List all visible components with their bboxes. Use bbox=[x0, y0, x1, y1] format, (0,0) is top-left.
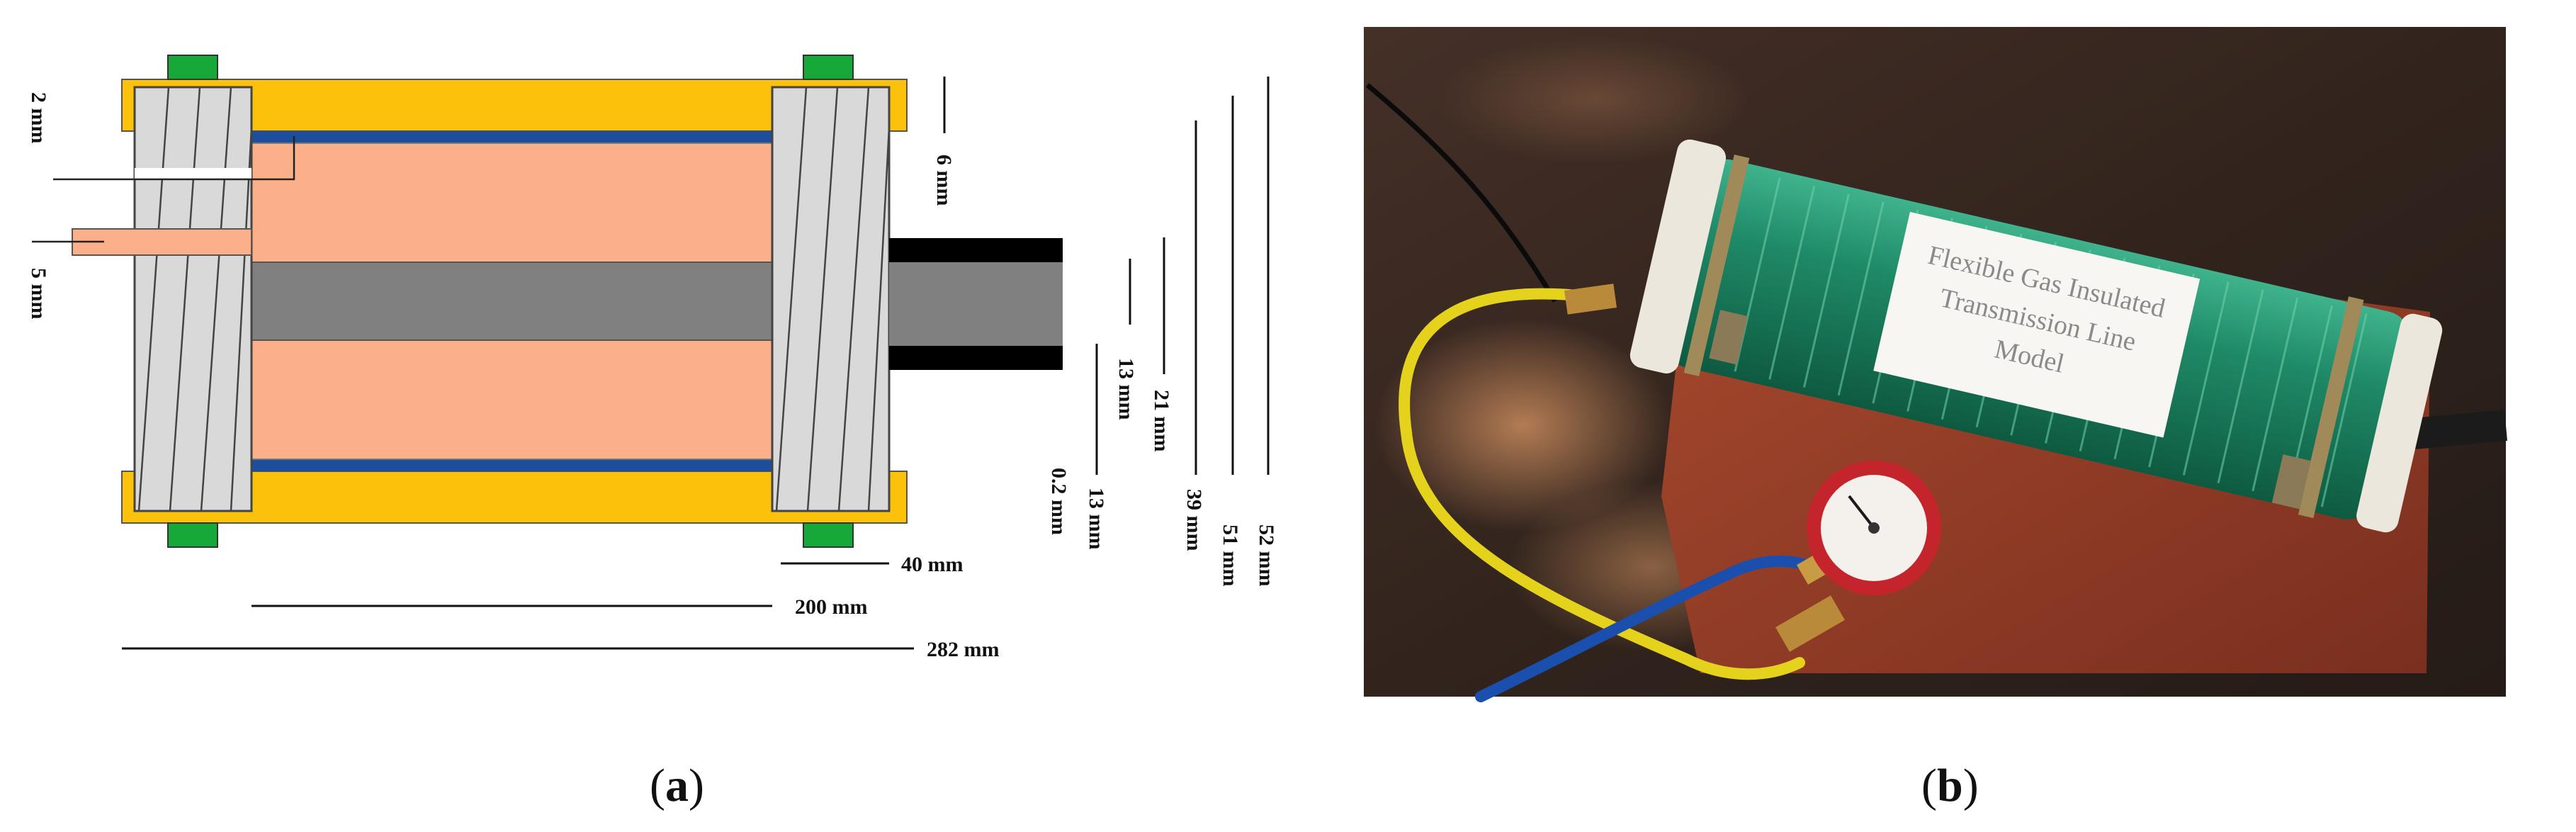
panel-a-diagram: 2 mm 5 mm 6 mm 13 mm 21 mm 13 mm 0.2 mm … bbox=[27, 55, 1278, 811]
left-end-cap-threads bbox=[137, 86, 253, 512]
yellow-hose bbox=[1399, 288, 1805, 680]
gas-inlet-channel bbox=[135, 168, 252, 179]
dim-label-51mm: 51 mm bbox=[1219, 524, 1242, 586]
tube-end-cap-right bbox=[2356, 313, 2443, 533]
clamp-screw-right bbox=[2271, 454, 2311, 510]
black-wire bbox=[1365, 83, 1558, 303]
liner-top bbox=[252, 131, 772, 143]
gis-tube-model: Flexible Gas Insulated Transmission Line… bbox=[1629, 139, 2443, 533]
dim-label-0-2mm: 0.2 mm bbox=[1047, 468, 1070, 535]
dim-label-52mm: 52 mm bbox=[1255, 524, 1278, 586]
cable-core bbox=[889, 262, 1063, 346]
caption-a: (a) bbox=[650, 760, 704, 811]
gas-inlet-leader bbox=[53, 136, 295, 181]
dim-label-200mm: 200 mm bbox=[795, 595, 867, 619]
clamp-bottom-right bbox=[803, 522, 854, 548]
pressure-gauge-hub bbox=[1868, 522, 1880, 534]
dim-label-13mm-b: 13 mm bbox=[1085, 488, 1108, 549]
dim-label-5mm: 5 mm bbox=[27, 268, 50, 319]
dim-label-2mm: 2 mm bbox=[27, 92, 50, 143]
panel-b-photo: Flexible Gas Insulated Transmission Line… bbox=[1364, 27, 2508, 811]
tube-end-cap-left bbox=[1629, 139, 1727, 373]
dim-label-39mm: 39 mm bbox=[1182, 489, 1206, 551]
liner-bottom bbox=[252, 459, 772, 471]
caption-b: (b) bbox=[1921, 760, 1979, 811]
pressure-gauge-needle bbox=[1848, 495, 1875, 529]
dim-label-282mm: 282 mm bbox=[927, 638, 999, 661]
hose-clamp-right bbox=[2298, 296, 2364, 519]
dim-label-40mm: 40 mm bbox=[901, 553, 963, 576]
hose-clamp-left bbox=[1683, 154, 1750, 376]
clamp-bottom-left bbox=[167, 522, 218, 548]
right-end-cap-threads bbox=[775, 86, 891, 512]
dim-label-21mm: 21 mm bbox=[1150, 390, 1173, 451]
dim-label-6mm: 6 mm bbox=[932, 154, 956, 206]
brass-fitting-top bbox=[1564, 283, 1617, 315]
blue-hose bbox=[1475, 555, 1819, 702]
clamp-top-right bbox=[803, 55, 854, 80]
clamp-screw-left bbox=[1709, 310, 1749, 365]
label-card bbox=[1873, 211, 2201, 438]
dimension-lines bbox=[122, 77, 1270, 650]
sunlight-patch bbox=[1374, 319, 1672, 532]
sunlight-patch-3 bbox=[1438, 35, 1750, 163]
central-conductor bbox=[251, 262, 773, 341]
clamp-top-left bbox=[167, 55, 218, 80]
brass-fitting-valve bbox=[1775, 595, 1845, 652]
dim-label-13mm-a: 13 mm bbox=[1114, 358, 1138, 420]
